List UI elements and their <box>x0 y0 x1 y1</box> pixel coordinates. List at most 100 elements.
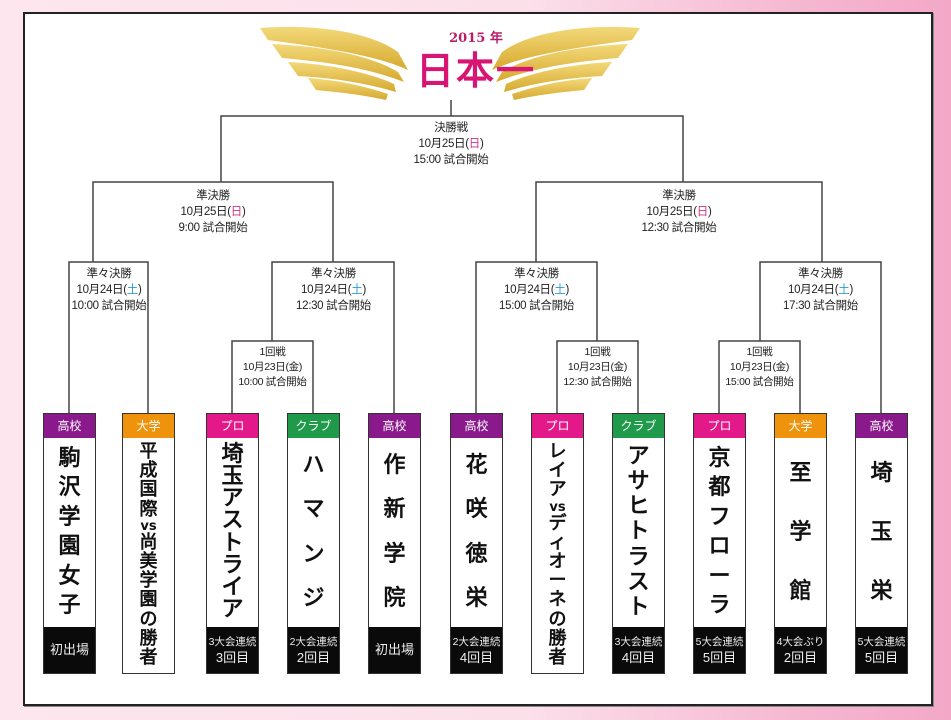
date-label: 10月23日(金) <box>242 361 303 373</box>
team-name-char: ロ <box>708 534 731 560</box>
team-name-char: 咲 <box>465 497 488 523</box>
time-label: 15:00 試合開始 <box>413 154 489 166</box>
year-label: 2015 年 <box>449 31 503 46</box>
team-name-char: ー <box>708 563 731 589</box>
team-name-char: 学 <box>58 504 81 530</box>
record-line: 5回目 <box>702 649 737 665</box>
team-name-char: ラ <box>708 593 731 619</box>
team-name: ハマンジ <box>288 438 339 627</box>
team-name-char: ス <box>627 570 650 596</box>
category-badge: 高校 <box>44 414 95 438</box>
round-label: 準々決勝 <box>311 268 356 280</box>
team-name-char: ア <box>221 596 244 622</box>
qf4-line <box>759 261 882 413</box>
team-name-char: ス <box>221 508 244 534</box>
team-name-char: 作 <box>383 453 406 479</box>
time-label: 12:30 試合開始 <box>641 222 717 234</box>
team-name-char: 女 <box>58 563 81 589</box>
team-card[interactable]: 高校駒沢学園女子初出場 <box>43 413 96 674</box>
team-name-char: 美 <box>139 551 158 573</box>
record-line: 3回目 <box>215 649 250 665</box>
team-name-char: 際 <box>139 498 158 520</box>
team-name-char: 館 <box>789 578 812 604</box>
record-line: 初出場 <box>49 642 89 657</box>
time-label: 12:30 試合開始 <box>563 376 632 388</box>
team-name: 京都フローラ <box>694 438 745 627</box>
team-name-char: ハ <box>302 453 325 479</box>
record-line: 2大会連続 <box>289 635 338 648</box>
category-badge: プロ <box>207 414 258 438</box>
round-label: 準決勝 <box>662 190 696 202</box>
team-name-char: 園 <box>58 534 81 560</box>
semi-left-line <box>92 181 334 262</box>
date-label: 10月24日(土) <box>503 284 570 296</box>
category-badge: 高校 <box>369 414 420 438</box>
team-name-char: vs <box>549 499 566 515</box>
team-name-char: 者 <box>139 646 158 668</box>
time-label: 17:30 試合開始 <box>783 300 858 312</box>
left-wing-icon <box>260 26 408 100</box>
qf2-info: 準々決勝 10月24日(土) 12:30 試合開始 <box>273 266 394 314</box>
qf3-line <box>475 261 598 413</box>
team-name-char: ト <box>627 595 650 621</box>
date-label: 10月25日(日) <box>180 206 246 218</box>
team-name-char: レ <box>548 441 567 462</box>
team-name-char: 沢 <box>58 475 81 501</box>
qf1-line <box>68 261 149 413</box>
right-wing-icon <box>492 26 640 100</box>
round-label: 準々決勝 <box>86 268 132 280</box>
time-label: 10:00 試合開始 <box>238 376 307 388</box>
date-label: 10月24日(土) <box>300 284 367 296</box>
record-line: 5大会連続 <box>695 635 744 648</box>
record-line: 4大会ぶり <box>776 635 825 648</box>
team-name-char: デ <box>548 512 567 534</box>
record-line: 5回目 <box>864 649 899 665</box>
team-name-char: ラ <box>221 552 244 578</box>
category-badge: 大学 <box>123 414 174 438</box>
team-name-char: イ <box>221 574 244 600</box>
team-name-char: オ <box>548 551 567 573</box>
category-badge: プロ <box>694 414 745 438</box>
record-line: 3大会連続 <box>208 635 257 648</box>
record-line: 4回目 <box>459 649 494 665</box>
r1b-info: 1回戦 10月23日(金) 12:30 試合開始 <box>557 345 638 390</box>
time-label: 12:30 試合開始 <box>296 300 371 312</box>
record-line: 2大会連続 <box>452 635 501 648</box>
team-name-char: 勝 <box>548 627 567 649</box>
category-badge: 高校 <box>856 414 907 438</box>
team-name-char: 尚 <box>139 531 158 553</box>
team-card[interactable]: 高校作新学院初出場 <box>368 413 421 674</box>
team-name-char: ア <box>221 486 244 512</box>
team-name-char: ー <box>548 570 567 592</box>
qf2-line <box>271 261 395 413</box>
category-badge: クラブ <box>288 414 339 438</box>
team-name-char: ン <box>302 541 325 567</box>
team-name-char: の <box>139 608 158 630</box>
appearance-record: 初出場 <box>44 627 95 673</box>
team-name-char: 都 <box>708 475 731 501</box>
r1b-line <box>556 340 639 413</box>
team-name-char: 院 <box>383 585 406 611</box>
team-name-char: イ <box>548 460 567 482</box>
date-label: 10月24日(土) <box>787 284 854 296</box>
round-label: 1回戦 <box>584 346 611 358</box>
team-name-char: ジ <box>302 585 325 611</box>
record-line: 5大会連続 <box>857 635 906 648</box>
category-badge: 高校 <box>451 414 502 438</box>
qf1-info: 準々決勝 10月24日(土) 10:00 試合開始 <box>70 266 148 314</box>
